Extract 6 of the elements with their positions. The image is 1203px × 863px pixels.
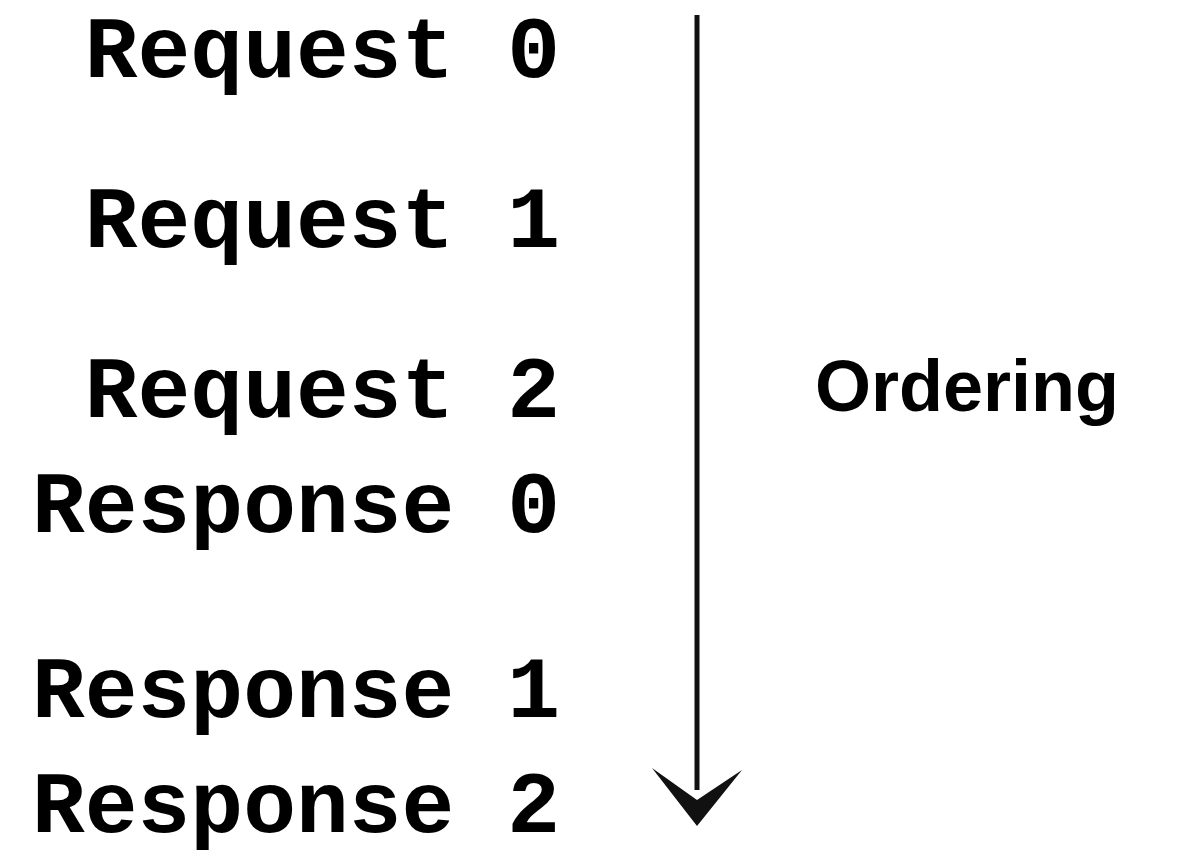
list-item-text: Request 1 <box>84 180 560 268</box>
list-item-text: Response 1 <box>31 650 560 738</box>
list-item-text: Request 0 <box>84 10 560 98</box>
list-item-text: Response 0 <box>31 465 560 553</box>
list-item-text: Request 2 <box>84 350 560 438</box>
list-item-text: Response 2 <box>31 765 560 853</box>
